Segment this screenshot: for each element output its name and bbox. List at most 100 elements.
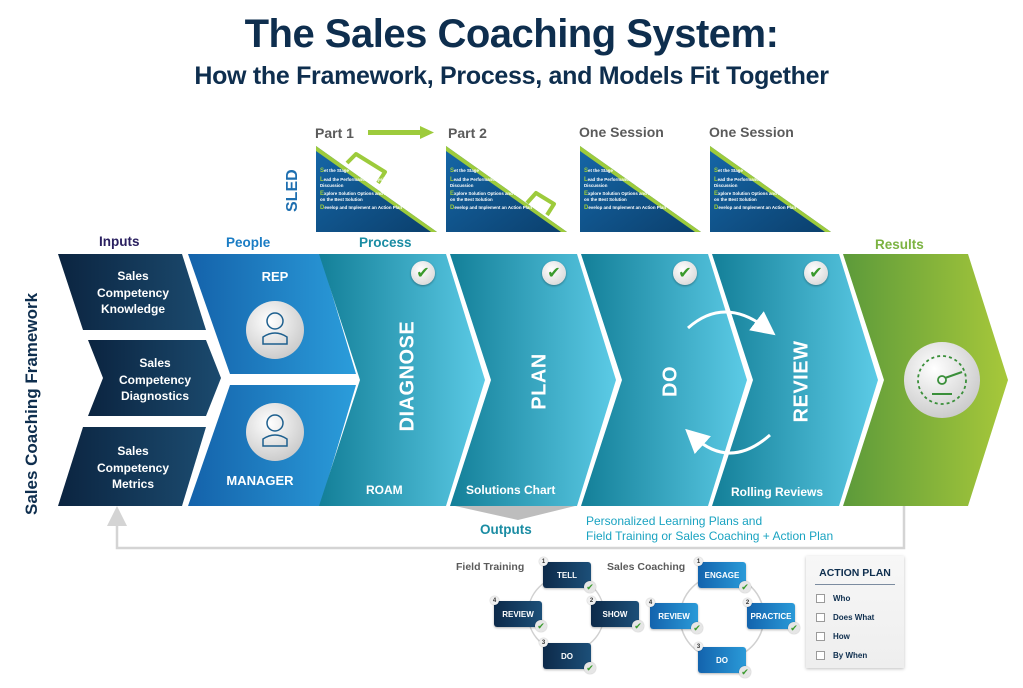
input-metrics: Sales Competency Metrics	[96, 444, 170, 491]
input-chevron-1	[58, 254, 206, 330]
sled-step-text: evelop and Implement an Action Plan	[718, 204, 797, 210]
action-plan-item[interactable]: By When	[816, 651, 867, 660]
sled-step-text: evelop and Implement an Action Plan	[588, 204, 667, 210]
input-knowledge: Sales Competency Knowledge	[96, 269, 170, 316]
sled-part-label-4: One Session	[709, 124, 794, 140]
tool-roam: ROAM	[366, 483, 403, 497]
stage-plan: PLAN	[528, 353, 551, 410]
subtitle: How the Framework, Process, and Models F…	[194, 62, 829, 90]
checkbox[interactable]	[816, 632, 825, 641]
main-title: The Sales Coaching System:	[244, 12, 779, 56]
step-number: 2	[743, 598, 752, 607]
step-label: DO	[716, 655, 728, 665]
column-label-inputs: Inputs	[99, 234, 140, 249]
action-plan-title: ACTION PLAN	[819, 567, 891, 579]
sled-letter: S	[714, 168, 719, 174]
checkmark-icon: ✔	[584, 662, 596, 674]
coaching-step-engage: 1 ENGAGE ✔	[694, 557, 751, 593]
input-diagnostics: Sales Competency Diagnostics	[118, 356, 192, 403]
process-chevron-plan	[450, 254, 616, 506]
action-plan-item-label: By When	[833, 651, 868, 660]
sled-step-text: et the Stage	[718, 168, 743, 173]
sled-model-1	[316, 146, 437, 232]
tool-solutions-chart: Solutions Chart	[466, 483, 556, 497]
people-manager-label: MANAGER	[226, 473, 294, 488]
sled-step-text: xplore Solution Options and Agree on the…	[714, 190, 791, 203]
sled-letter: L	[320, 176, 324, 183]
coaching-step-practice: 2 PRACTICE ✔	[743, 598, 800, 634]
sled-step-text: ead the Performance Analysis Discussion	[714, 176, 781, 189]
step-number: 4	[490, 596, 499, 605]
outputs-label: Outputs	[480, 522, 532, 537]
stage-review: REVIEW	[790, 340, 813, 423]
briefcase-handle-icon	[525, 191, 556, 217]
arrow-shaft	[368, 130, 422, 135]
manager-avatar	[246, 403, 304, 461]
checkmark-icon: ✔	[535, 620, 547, 632]
outputs-line-1: Personalized Learning Plans and	[586, 514, 763, 528]
step-number: 3	[694, 642, 703, 651]
checkmark-icon: ✔	[584, 581, 596, 593]
checkmark-icon: ✔	[804, 261, 828, 285]
sled-part-label-3: One Session	[579, 124, 664, 140]
action-plan-card: ACTION PLAN Who Does What How By When	[806, 556, 904, 668]
action-plan-item[interactable]: How	[816, 632, 850, 641]
checkmark-icon: ✔	[691, 622, 703, 634]
sled-letter: L	[450, 176, 454, 183]
checkbox[interactable]	[816, 613, 825, 622]
sled-part-label-2: Part 2	[448, 125, 487, 141]
action-plan-item-label: How	[833, 632, 850, 641]
step-number: 1	[539, 557, 548, 566]
cycle-arrow-forward-icon	[687, 310, 776, 336]
field-step-do: 3 DO ✔	[539, 638, 596, 674]
sales-coaching-title: Sales Coaching	[607, 561, 686, 573]
sled-letter: E	[714, 190, 719, 197]
input-chevron-2	[88, 340, 221, 416]
sled-letter: S	[584, 168, 589, 174]
action-plan-item[interactable]: Who	[816, 594, 850, 603]
step-label: SHOW	[602, 609, 628, 619]
column-label-process: Process	[359, 235, 412, 250]
part-arrow	[368, 126, 434, 139]
sled-letter: E	[320, 190, 325, 197]
action-plan-item-label: Who	[833, 594, 851, 603]
outputs-pointer	[455, 506, 575, 520]
sled-step-text: ead the Performance Analysis Discussion	[584, 176, 651, 189]
sled-step-text: et the Stage	[588, 168, 613, 173]
coaching-step-do: 3 DO ✔	[694, 642, 751, 678]
sled-letter: D	[714, 204, 719, 211]
tool-rolling-reviews: Rolling Reviews	[731, 485, 824, 499]
sled-letter: L	[584, 176, 588, 183]
sled-step-text: xplore Solution Options and Agree on the…	[320, 190, 397, 203]
checkbox[interactable]	[816, 651, 825, 660]
sled-letter: D	[584, 204, 589, 211]
action-plan-item-label: Does What	[833, 613, 875, 622]
checkmark-icon: ✔	[542, 261, 566, 285]
sled-letter: D	[450, 204, 455, 211]
checkmark-icon: ✔	[632, 620, 644, 632]
checkmark-icon: ✔	[411, 261, 435, 285]
checkmark-icon: ✔	[673, 261, 697, 285]
speedometer-icon	[904, 342, 980, 418]
checkmark-icon: ✔	[739, 581, 751, 593]
stage-do: DO	[659, 366, 682, 397]
step-number: 1	[694, 557, 703, 566]
process-chevron-diagnose	[319, 254, 485, 506]
action-plan-item[interactable]: Does What	[816, 613, 874, 622]
step-label: PRACTICE	[750, 611, 792, 621]
sled-step-text: xplore Solution Options and Agree on the…	[450, 190, 527, 203]
sled-letter: D	[320, 204, 325, 211]
step-label: TELL	[557, 570, 577, 580]
sled-model-2	[446, 146, 567, 232]
rep-avatar	[246, 301, 304, 359]
step-number: 3	[539, 638, 548, 647]
checkbox[interactable]	[816, 594, 825, 603]
step-label: ENGAGE	[704, 570, 740, 580]
checkmark-icon: ✔	[739, 666, 751, 678]
sled-letter: E	[584, 190, 589, 197]
person-icon	[266, 414, 284, 432]
outputs-line-2: Field Training or Sales Coaching + Actio…	[586, 529, 834, 543]
field-training-title: Field Training	[456, 561, 525, 573]
step-label: REVIEW	[658, 611, 690, 621]
